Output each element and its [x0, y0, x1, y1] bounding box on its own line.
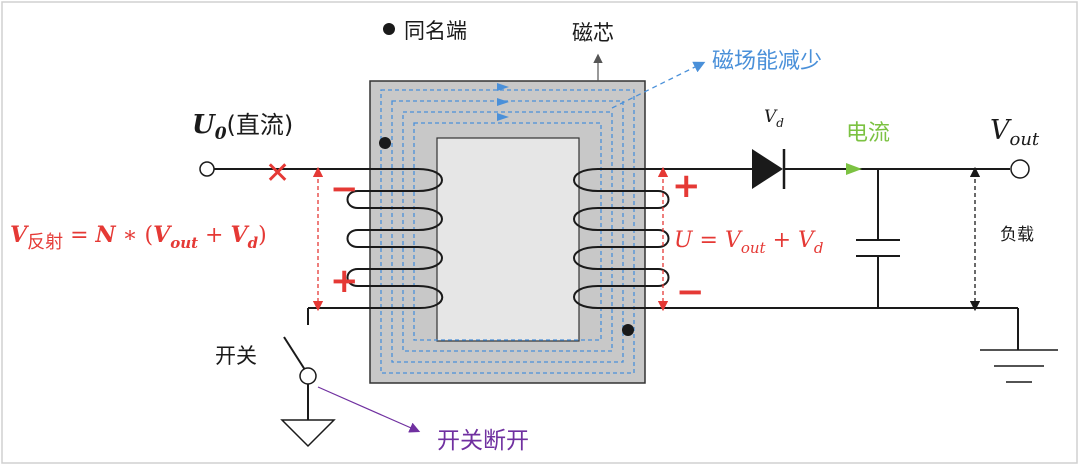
- current-arrow: [846, 163, 862, 175]
- broken-input-icon: ✕: [265, 156, 290, 191]
- primary-minus-sign: −: [330, 169, 359, 209]
- switch-contact: [299, 367, 317, 385]
- output-terminal: [1010, 159, 1030, 179]
- secondary-voltage-formula: U = Vout + Vd: [674, 228, 824, 257]
- output-wiring: [646, 168, 1019, 350]
- output-ground-icon: [980, 349, 1058, 383]
- switch-ground-icon: [280, 419, 336, 448]
- dot-legend-label: 同名端: [404, 19, 467, 43]
- dot-legend-icon: [383, 23, 395, 35]
- vout-label: Vout: [990, 115, 1040, 150]
- switch-off-pointer: [317, 386, 421, 433]
- core-label: 磁芯: [572, 21, 614, 45]
- primary-plus-sign: +: [330, 261, 359, 301]
- flux-pointer: [611, 61, 706, 109]
- current-label: 电流: [846, 121, 890, 146]
- input-voltage-label: U0(直流): [192, 110, 293, 144]
- secondary-plus-sign: +: [672, 166, 701, 206]
- output-capacitor: [856, 239, 900, 257]
- diode-label: Vd: [764, 107, 784, 130]
- switch-off-label: 开关断开: [437, 428, 529, 454]
- switch-label: 开关: [215, 344, 257, 368]
- output-diode: [752, 149, 786, 189]
- reflected-voltage-formula: V反射 = N ∗ (Vout + Vd): [10, 222, 267, 253]
- primary-dot: [379, 137, 391, 149]
- load-label: 负载: [1000, 225, 1034, 245]
- secondary-dot: [622, 324, 634, 336]
- secondary-minus-sign: −: [676, 272, 705, 312]
- input-terminal: [199, 161, 215, 177]
- flux-lines: [380, 89, 635, 374]
- transformer-core: [369, 80, 646, 384]
- primary-coil: [346, 168, 444, 309]
- flux-arrows: [497, 83, 509, 121]
- flux-decrease-label: 磁场能减少: [712, 49, 822, 74]
